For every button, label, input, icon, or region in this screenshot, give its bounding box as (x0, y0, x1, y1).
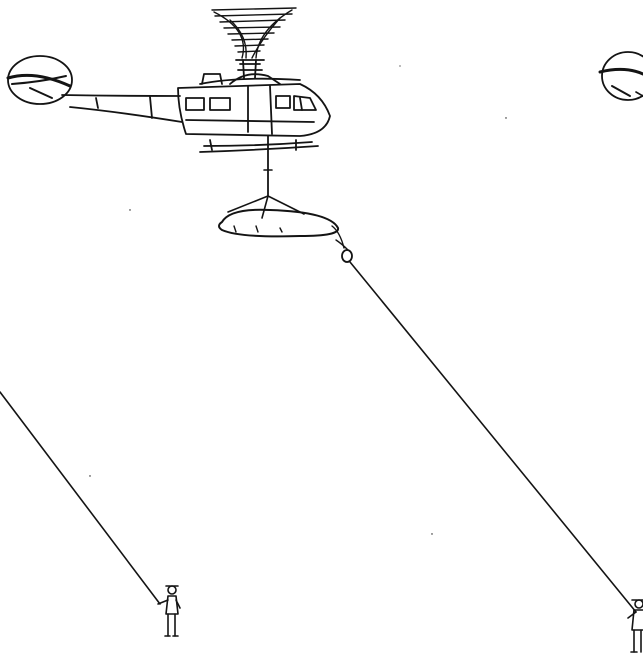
ground-crew-person (627, 599, 643, 653)
cockpit-window (275, 95, 291, 109)
main-rotor (211, 7, 297, 59)
ground-crew-person (157, 585, 181, 637)
tail-rotor (6, 55, 73, 105)
fuselage (177, 73, 331, 137)
cabin-window (185, 97, 205, 111)
paper-specks (89, 65, 507, 535)
water-bucket (218, 135, 353, 263)
partial-helicopter-rotor (598, 51, 643, 101)
bucket-rim (218, 208, 340, 238)
landing-skids (199, 139, 319, 153)
tag-line (349, 261, 637, 613)
helicopter (6, 7, 331, 153)
tag-line (0, 391, 161, 605)
cabin-window (209, 97, 231, 111)
tail-boom (61, 94, 183, 123)
tag-line-weight (341, 249, 353, 263)
